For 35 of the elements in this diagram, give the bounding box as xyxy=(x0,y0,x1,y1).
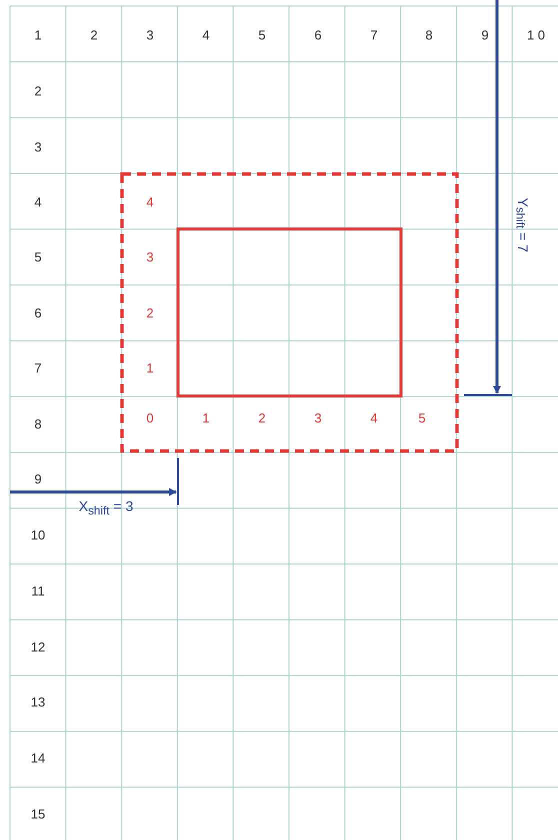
grid-number: 7 xyxy=(34,362,42,374)
grid-number: 4 xyxy=(202,28,210,42)
axis-number: 5 xyxy=(418,412,426,424)
axis-number: 2 xyxy=(146,306,154,320)
grid-number: 3 xyxy=(146,28,154,42)
axis-number: 1 xyxy=(202,412,210,424)
grid-number: 6 xyxy=(34,306,42,320)
grid-number: 15 xyxy=(30,808,46,820)
axis-number: 4 xyxy=(370,412,378,424)
grid-number: 2 xyxy=(90,28,98,42)
axis-number: 4 xyxy=(146,196,154,208)
grid-number: 9 xyxy=(481,28,489,42)
grid-number: 14 xyxy=(30,752,46,765)
axis-number: 1 xyxy=(146,362,154,374)
axis-number: 0 xyxy=(146,412,154,424)
grid-number: 5 xyxy=(34,250,42,264)
grid-number: 3 xyxy=(34,140,42,154)
axis-number: 3 xyxy=(146,250,154,264)
grid-number: 8 xyxy=(425,28,433,42)
grid-number: 11 xyxy=(31,584,45,598)
grid-number: 4 xyxy=(34,196,42,208)
grid-number: 7 xyxy=(370,28,378,42)
shift-label: X$_{shift}$ = 3 xyxy=(78,498,134,518)
grid-number: 8 xyxy=(34,418,42,430)
grid-number: 13 xyxy=(30,696,46,709)
grid-number: 10 xyxy=(30,528,46,542)
axis-number: 3 xyxy=(314,412,322,424)
axis-number: 2 xyxy=(258,412,266,424)
grid-number: 2 xyxy=(34,84,42,98)
grid-number: 5 xyxy=(258,28,266,42)
grid-number: 6 xyxy=(314,28,322,42)
grid-number: 9 xyxy=(34,472,42,486)
grid-number: 1 0 xyxy=(526,28,546,42)
grid-number: 1 xyxy=(34,28,42,42)
grid-number: 12 xyxy=(30,640,46,654)
